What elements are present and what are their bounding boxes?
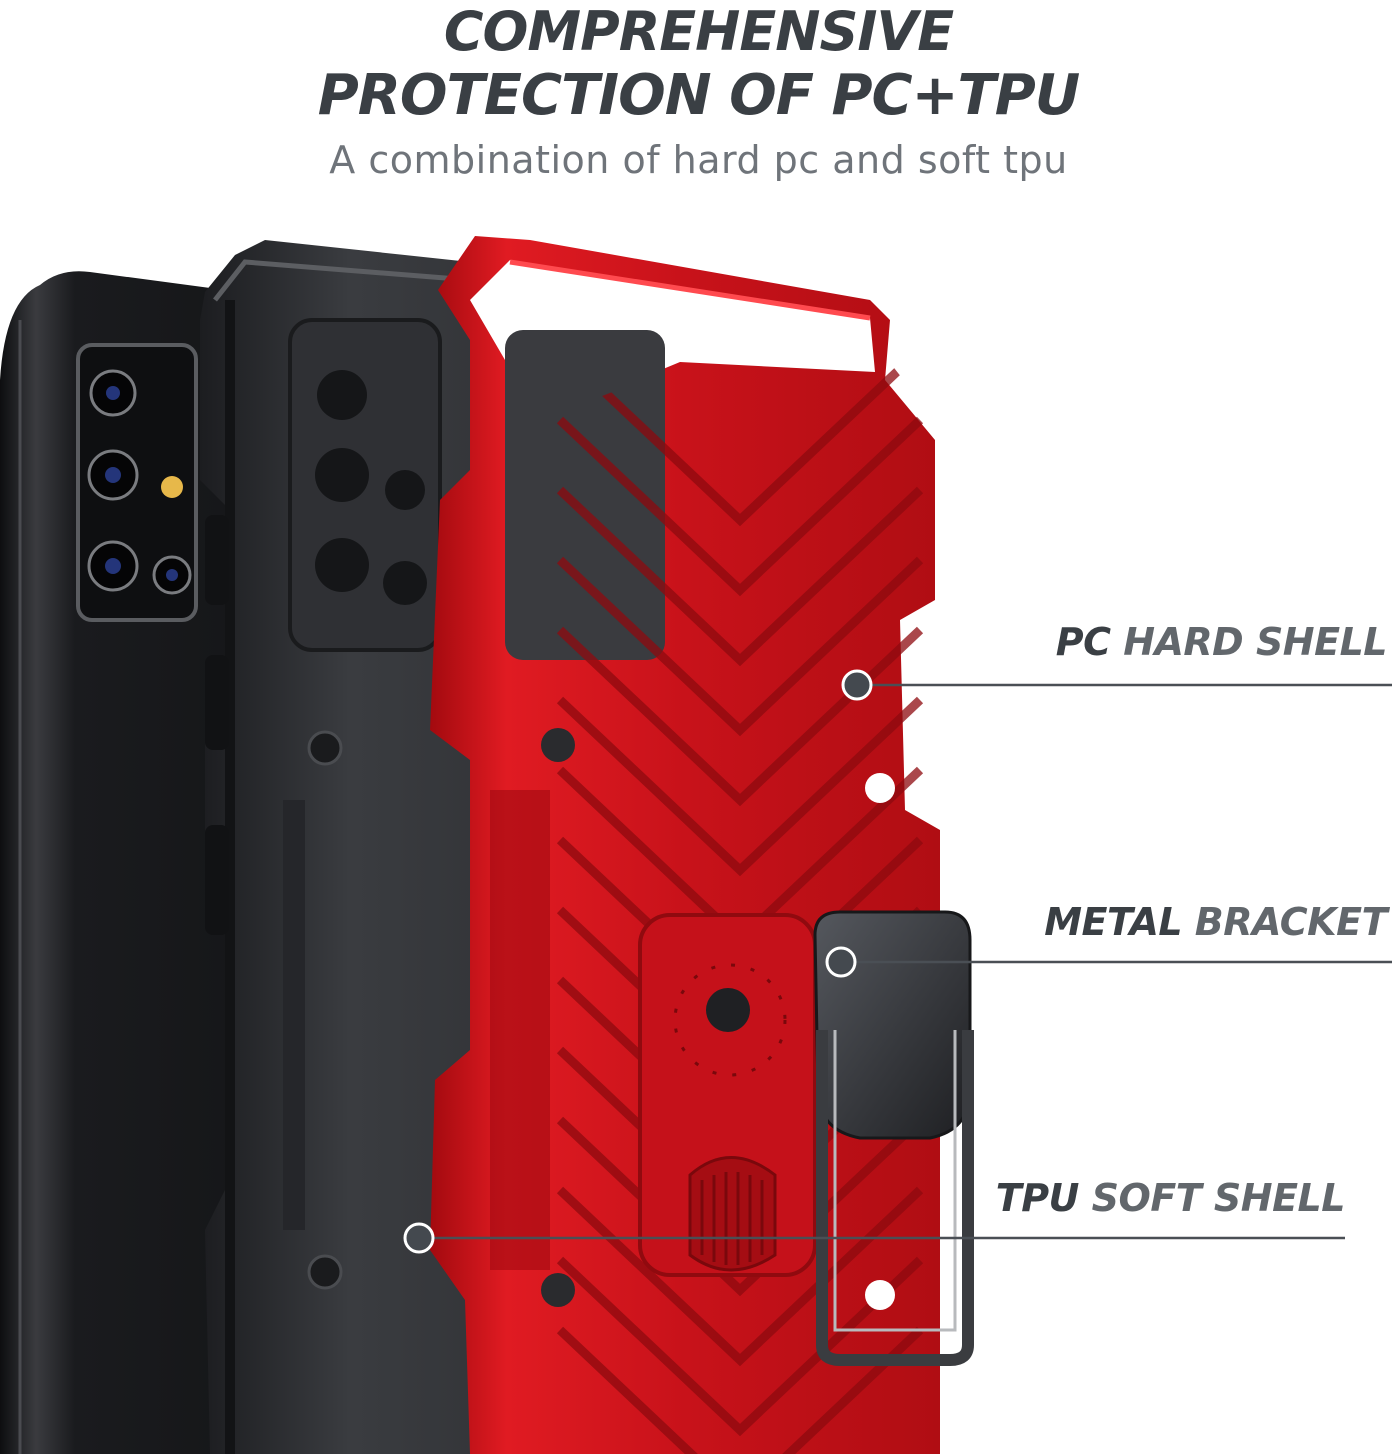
tpu-button-cover — [205, 825, 229, 935]
headline-line-2: PROTECTION OF PC+TPU — [317, 63, 1080, 128]
callout-tpu-line — [403, 1222, 1345, 1254]
tpu-button-cover — [205, 515, 229, 605]
pc-screw-hole-icon — [865, 773, 895, 803]
callout-label-pc-part1: PC — [1055, 620, 1111, 664]
screw-icon — [307, 1254, 343, 1290]
shield-emblem-icon — [688, 1156, 777, 1272]
pc-screw-hole-icon — [541, 728, 575, 762]
pc-screw-hole-icon — [865, 1280, 895, 1310]
pc-hard-shell — [430, 236, 940, 1454]
logo-mark-icon — [706, 988, 750, 1032]
phone-flash-icon — [161, 476, 183, 498]
subtitle: A combination of hard pc and soft tpu — [329, 138, 1068, 182]
callout-label-metal-part1: METAL — [1044, 900, 1183, 944]
tpu-button-cover — [205, 655, 229, 750]
callout-label-pc-hard-shell: PC HARD SHELL — [1055, 620, 1388, 664]
screw-icon — [307, 730, 343, 766]
pc-screw-hole-icon — [541, 1273, 575, 1307]
callout-label-pc-part2: HARD SHELL — [1110, 620, 1387, 664]
callout-label-metal-bracket: METAL BRACKET — [1044, 900, 1387, 944]
callout-metal-line — [825, 946, 1392, 978]
phone-camera-lens-icon — [87, 369, 192, 595]
chevron-ribs — [556, 350, 924, 1454]
callout-pc-line — [841, 669, 1392, 701]
headline-line-1: COMPREHENSIVE — [443, 0, 954, 63]
callout-label-tpu-part2: SOFT SHELL — [1078, 1176, 1346, 1220]
callout-label-tpu-soft-shell: TPU SOFT SHELL — [995, 1176, 1346, 1220]
callout-label-metal-part2: BRACKET — [1182, 900, 1388, 944]
callout-label-tpu-part1: TPU — [995, 1176, 1080, 1220]
